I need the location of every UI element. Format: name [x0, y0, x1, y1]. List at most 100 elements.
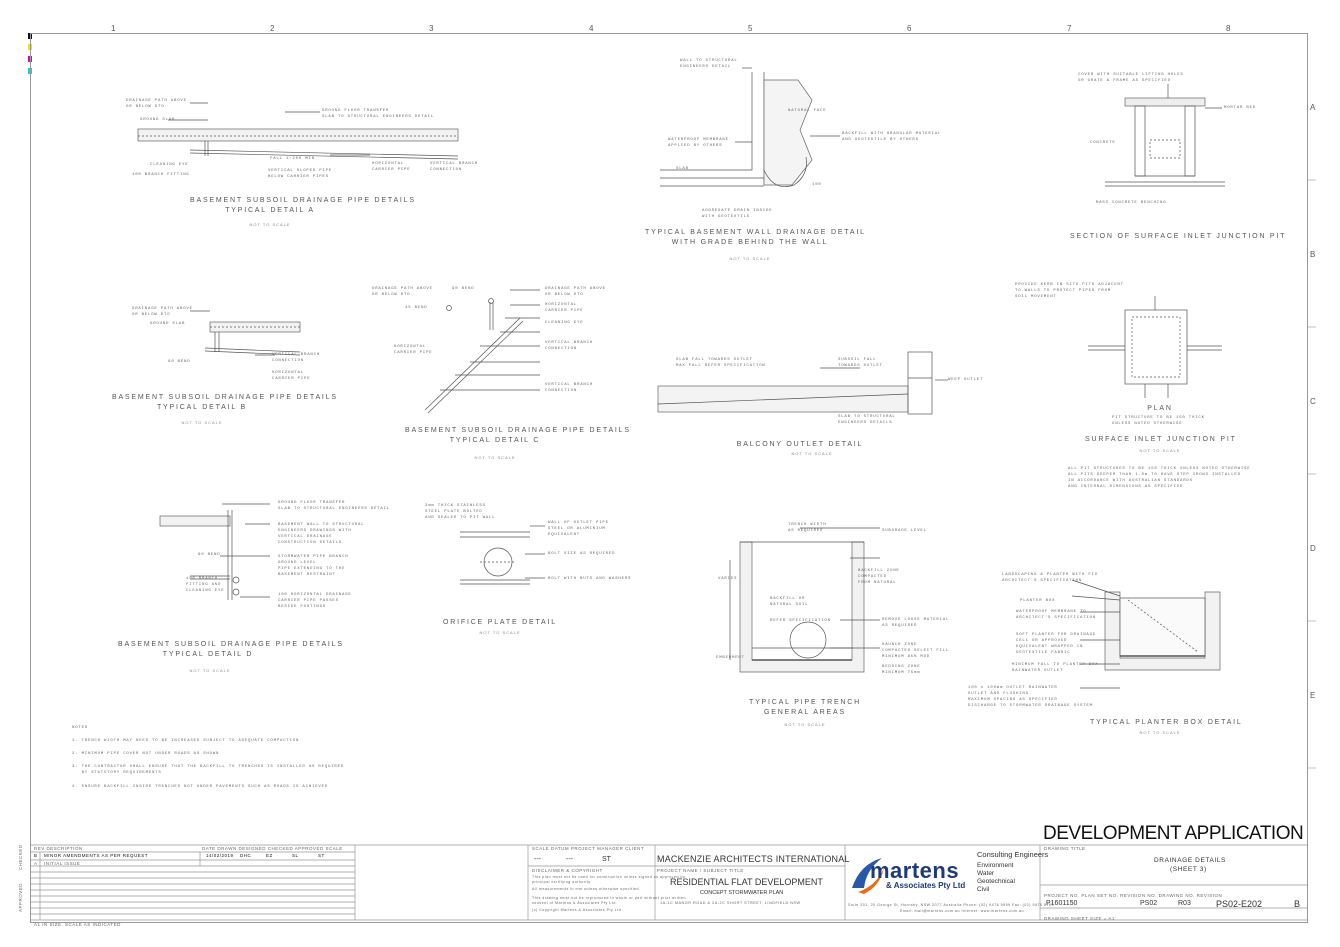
d1-label-sloped-pipe: VERTICAL SLOPED PIPE BELOW CARRIER PIPES [268, 169, 333, 179]
d2-label-aggregate: AGGREGATE DRAIN INSIDE WITH GEOTEXTILE [702, 209, 773, 219]
d9-label-bolt-nuts: BOLT WITH NUTS AND WASHERS [548, 577, 632, 581]
d8-label-basement-wall: BASEMENT WALL TO STRUCTURAL ENGINEERS DR… [278, 523, 365, 545]
revision-columns: DATE DRAWN DESIGNED CHECKED APPROVED SCA… [202, 846, 343, 851]
d8-label-transfer-slab: GROUND FLOOR TRANSFER SLAB TO STRUCTURAL… [278, 501, 391, 511]
drawing-sheet: (SHEET 3) [1170, 866, 1207, 873]
row-letter: B [1310, 250, 1316, 259]
client-name: MACKENZIE ARCHITECTS INTERNATIONAL [657, 854, 850, 864]
d1-label-carrier-pipe: HORIZONTAL CARRIER PIPE [372, 162, 411, 172]
d6-title: BALCONY OUTLET DETAIL [736, 441, 864, 448]
d1-label-drainage-path: DRAINAGE PATH ABOVE OR BELOW DTO [126, 99, 187, 109]
d10-label-remove-loose: REMOVE LOOSE MATERIAL AS REQUIRED [882, 618, 950, 628]
d1-title: BASEMENT SUBSOIL DRAINAGE PIPE DETAILS T… [190, 197, 416, 214]
plan-revision-number: R03 [1178, 900, 1191, 907]
martens-logo-text: martens [870, 858, 960, 883]
development-application-stamp: DEVELOPMENT APPLICATION [1043, 823, 1304, 844]
disclaimer-heading: DISCLAIMER & COPYRIGHT [532, 868, 603, 873]
d10-label-embedment: EMBEDMENT [716, 656, 745, 660]
d4-label-ground-slab: GROUND SLAB [150, 322, 186, 326]
project-address: 1A-1C MANOR ROAD & 2A-2C SHORT STREET, L… [660, 901, 801, 905]
revision-header: REV DESCRIPTION [34, 846, 83, 851]
d5-label-cleaning-eye: CLEANING EYE [545, 321, 584, 325]
d5-label-carrier-right: HORIZONTAL CARRIER PIPE [545, 303, 584, 313]
drawing-title: DRAINAGE DETAILS [1154, 857, 1226, 864]
d4-scale-note: NOT TO SCALE [181, 420, 223, 425]
d4-label-90-bend: 90 BEND [168, 360, 191, 364]
d2-label-slab: SLAB [676, 167, 689, 171]
d9-scale-note: NOT TO SCALE [479, 630, 521, 635]
row-letter: C [1310, 397, 1316, 406]
note-item: 4. ENSURE BACKFILL INSIDE TRENCHES NOT U… [72, 785, 329, 789]
drawing-title-heading: DRAWING TITLE [1044, 846, 1086, 851]
d1-label-fall: FALL 1:200 MIN [270, 157, 315, 161]
services-heading: Consulting Engineers [977, 850, 1049, 859]
d11-label-drainage-cell: SOFT PLANTER FOR DRAINAGE CELL OR APPROV… [1016, 633, 1097, 655]
disclaimer-line: All measurements in mm unless otherwise … [532, 887, 641, 891]
d8-label-horizontal-carrier: 100 HORIZONTAL DRAINAGE CARRIER PIPE PAS… [278, 593, 352, 609]
d5-label-vertical-branch-2: VERTICAL BRANCH CONNECTION [545, 383, 594, 393]
disclaimer-line: principal certifying authority. [532, 880, 592, 884]
d9-label-outlet-wall: WALL OF OUTLET PIPE STEEL OR ALUMINIUM E… [548, 521, 609, 537]
d3-label-benching: MASS CONCRETE BENCHING [1096, 201, 1167, 205]
service-item: Geotechnical [977, 878, 1015, 885]
revision-b-rev: B [34, 853, 38, 858]
left-tab-approved: APPROVED [18, 882, 23, 912]
plan-set-number: PS02 [1140, 900, 1158, 907]
d5-label-drainage-path-right: DRAINAGE PATH ABOVE OR BELOW DTO [545, 287, 606, 297]
project-name: RESIDENTIAL FLAT DEVELOPMENT [670, 877, 823, 887]
martens-logo-subtitle: & Associates Pty Ltd [886, 881, 966, 890]
d4-title: BASEMENT SUBSOIL DRAINAGE PIPE DETAILS T… [112, 394, 338, 411]
bottom-right-note: DRAWING SHEET SIZE = A1 [1044, 916, 1115, 921]
project-subtitle: CONCEPT STORMWATER PLAN [700, 890, 784, 896]
d2-label-wall: WALL TO STRUCTURAL ENGINEERS DETAIL [680, 59, 738, 69]
note-item: 2. MINIMUM PIPE COVER NOT UNDER ROADS AS… [72, 752, 220, 756]
d10-label-backfill-natural: BACKFILL OR NATURAL SOIL [770, 597, 809, 607]
d5-label-90-bend: 90 BEND [452, 287, 475, 291]
d8-label-stormwater-branch: STORMWATER PIPE BRANCH GROUND LEVEL PIPE… [278, 555, 349, 577]
revision-letter: B [1294, 899, 1301, 909]
footer-header: PROJECT NO. PLAN SET NO. REVISION NO. DR… [1044, 893, 1223, 898]
project-manager-value: ST [602, 856, 611, 863]
left-tab-checked: CHECKED [18, 844, 23, 870]
d2-title: TYPICAL BASEMENT WALL DRAINAGE DETAIL WI… [645, 229, 866, 246]
column-number: 3 [429, 24, 434, 33]
d10-label-varies: VARIES [718, 577, 738, 581]
d2-label-natural-face: NATURAL FACE [788, 109, 827, 113]
d4-label-vertical-branch: VERTICAL BRANCH CONNECTION [272, 353, 321, 363]
project-info-header: SCALE DATUM PROJECT MANAGER CLIENT [532, 846, 645, 851]
d10-label-subgrade: SUBGRADE LEVEL [882, 529, 927, 533]
d11-label-planter-box: PLANTER BOX [1020, 599, 1056, 603]
d10-label-bedding: BEDDING ZONE MINIMUM 75mm [882, 665, 921, 675]
service-item: Environment [977, 862, 1014, 869]
d2-label-membrane: WATERPROOF MEMBRANE APPLIED BY OTHERS [668, 138, 729, 148]
d8-scale-note: NOT TO SCALE [189, 668, 231, 673]
d3-label-cover: COVER WITH SUITABLE LIFTING HOLES OR GRA… [1078, 73, 1184, 83]
d5-label-drainage-path-left: DRAINAGE PATH ABOVE OR BELOW DTO [372, 287, 433, 297]
d2-scale-note: NOT TO SCALE [729, 256, 771, 261]
d4-label-drainage-path: DRAINAGE PATH ABOVE OR BELOW DTO [132, 307, 193, 317]
d8-title: BASEMENT SUBSOIL DRAINAGE PIPE DETAILS T… [118, 641, 344, 658]
d7-label-pit-structure: PIT STRUCTURE TO BE 150 THICK UNLESS NOT… [1112, 416, 1205, 426]
column-number: 4 [589, 24, 594, 33]
d11-label-min-fall: MINIMUM FALL TO PLANTER BOX RAINWATER OU… [1012, 663, 1099, 673]
d10-label-haunch: HAUNCH ZONE COMPACTED SELECT FILL MINIMU… [882, 643, 950, 659]
d11-label-outlet: 100 x 100mm OUTLET RAINWATER OUTLET AND … [968, 686, 1093, 708]
d11-scale-note: NOT TO SCALE [1139, 730, 1181, 735]
d10-scale-note: NOT TO SCALE [784, 722, 826, 727]
column-number: 8 [1226, 24, 1231, 33]
row-letter: D [1310, 544, 1316, 553]
d6-label-weep: WEEP OUTLET [948, 378, 984, 382]
d5-title: BASEMENT SUBSOIL DRAINAGE PIPE DETAILS T… [405, 427, 631, 444]
d11-label-landscaping: LANDSCAPING & PLANTER WITH FIX ARCHITECT… [1002, 573, 1099, 583]
d5-label-vertical-branch-1: VERTICAL BRANCH CONNECTION [545, 341, 594, 351]
d5-label-45-bend: 45 BEND [405, 306, 428, 310]
disclaimer-line: This drawing must not be reproduced in w… [532, 896, 687, 900]
column-number: 2 [270, 24, 275, 33]
note-item: 3. THE CONTRACTOR SHALL ENSURE THAT THE … [72, 765, 345, 775]
column-number: 1 [111, 24, 116, 33]
disclaimer-line: (c) Copyright Martens & Associates Pty L… [532, 908, 622, 912]
note-item: 1. TRENCH WIDTH MAY NEED TO BE INCREASED… [72, 739, 300, 743]
column-number: 6 [907, 24, 912, 33]
row-letter: E [1310, 691, 1316, 700]
